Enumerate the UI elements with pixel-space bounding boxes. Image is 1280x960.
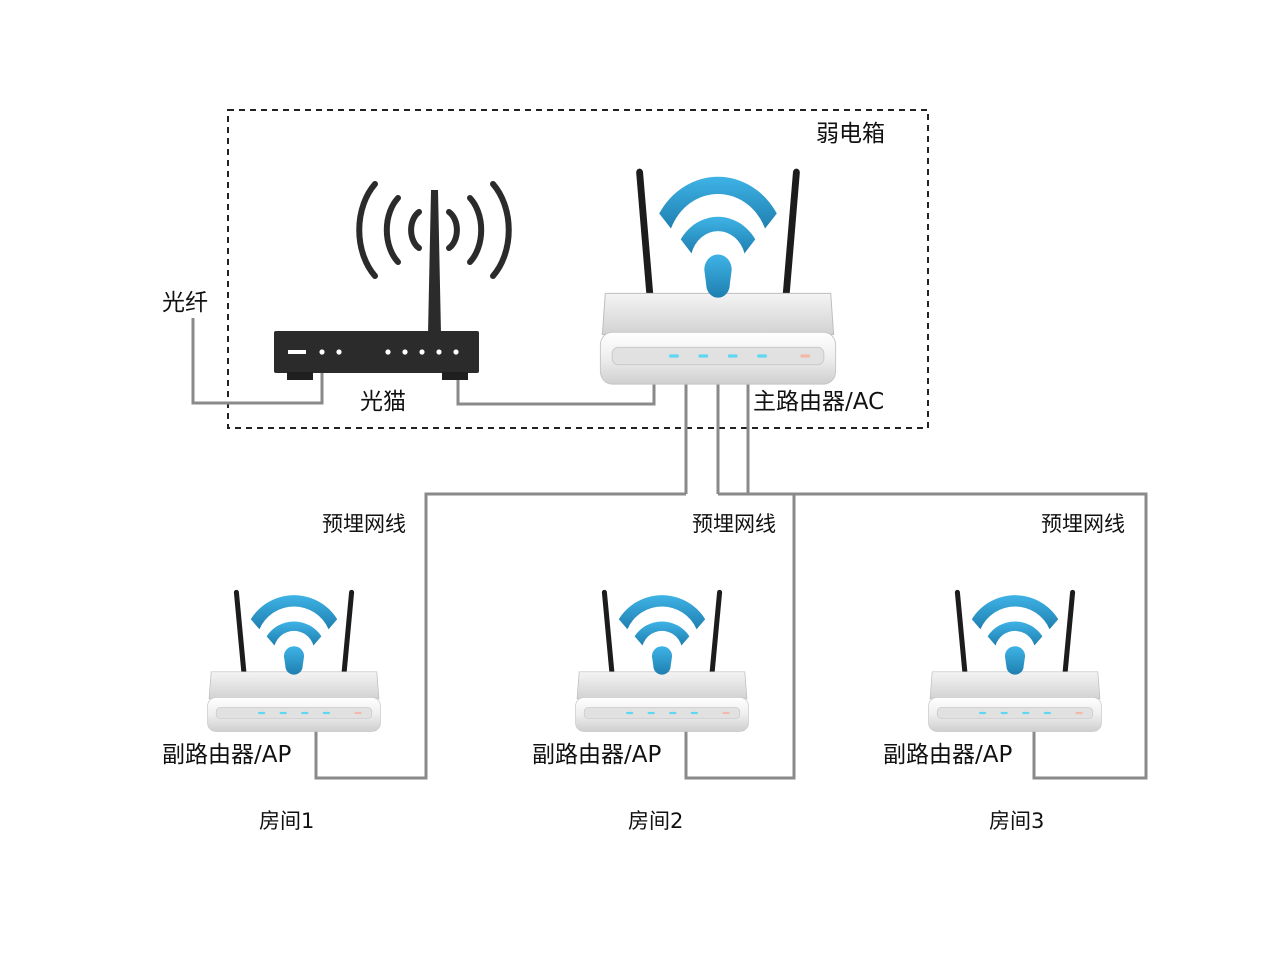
weak-current-box-border xyxy=(227,109,929,429)
sub-router-icon-room2 xyxy=(576,592,749,731)
sub-router-label-room2: 副路由器/AP xyxy=(532,742,662,768)
sub-router-icon-room1 xyxy=(208,592,381,731)
main-router-icon xyxy=(600,172,835,384)
cable-label-room1: 预埋网线 xyxy=(322,512,406,536)
cable-label-room2: 预埋网线 xyxy=(692,512,776,536)
fiber-label: 光纤 xyxy=(162,290,208,316)
sub-router-icon-room3 xyxy=(929,592,1102,731)
cables xyxy=(191,318,1148,780)
cable-label-room3: 预埋网线 xyxy=(1041,512,1125,536)
room3-cable xyxy=(748,492,1148,780)
optical-modem-icon xyxy=(274,181,512,380)
main-router-label: 主路由器/AC xyxy=(753,389,885,415)
room-label-1: 房间1 xyxy=(259,809,315,833)
fiber-cable xyxy=(191,318,324,405)
weak-current-box-label: 弱电箱 xyxy=(816,121,885,147)
room2-cable xyxy=(684,492,796,780)
room-label-2: 房间2 xyxy=(628,809,684,833)
room1-cable xyxy=(314,492,686,780)
optical-modem-label: 光猫 xyxy=(360,389,406,415)
sub-router-label-room1: 副路由器/AP xyxy=(162,742,292,768)
room-label-3: 房间3 xyxy=(989,809,1045,833)
sub-router-label-room3: 副路由器/AP xyxy=(883,742,1013,768)
